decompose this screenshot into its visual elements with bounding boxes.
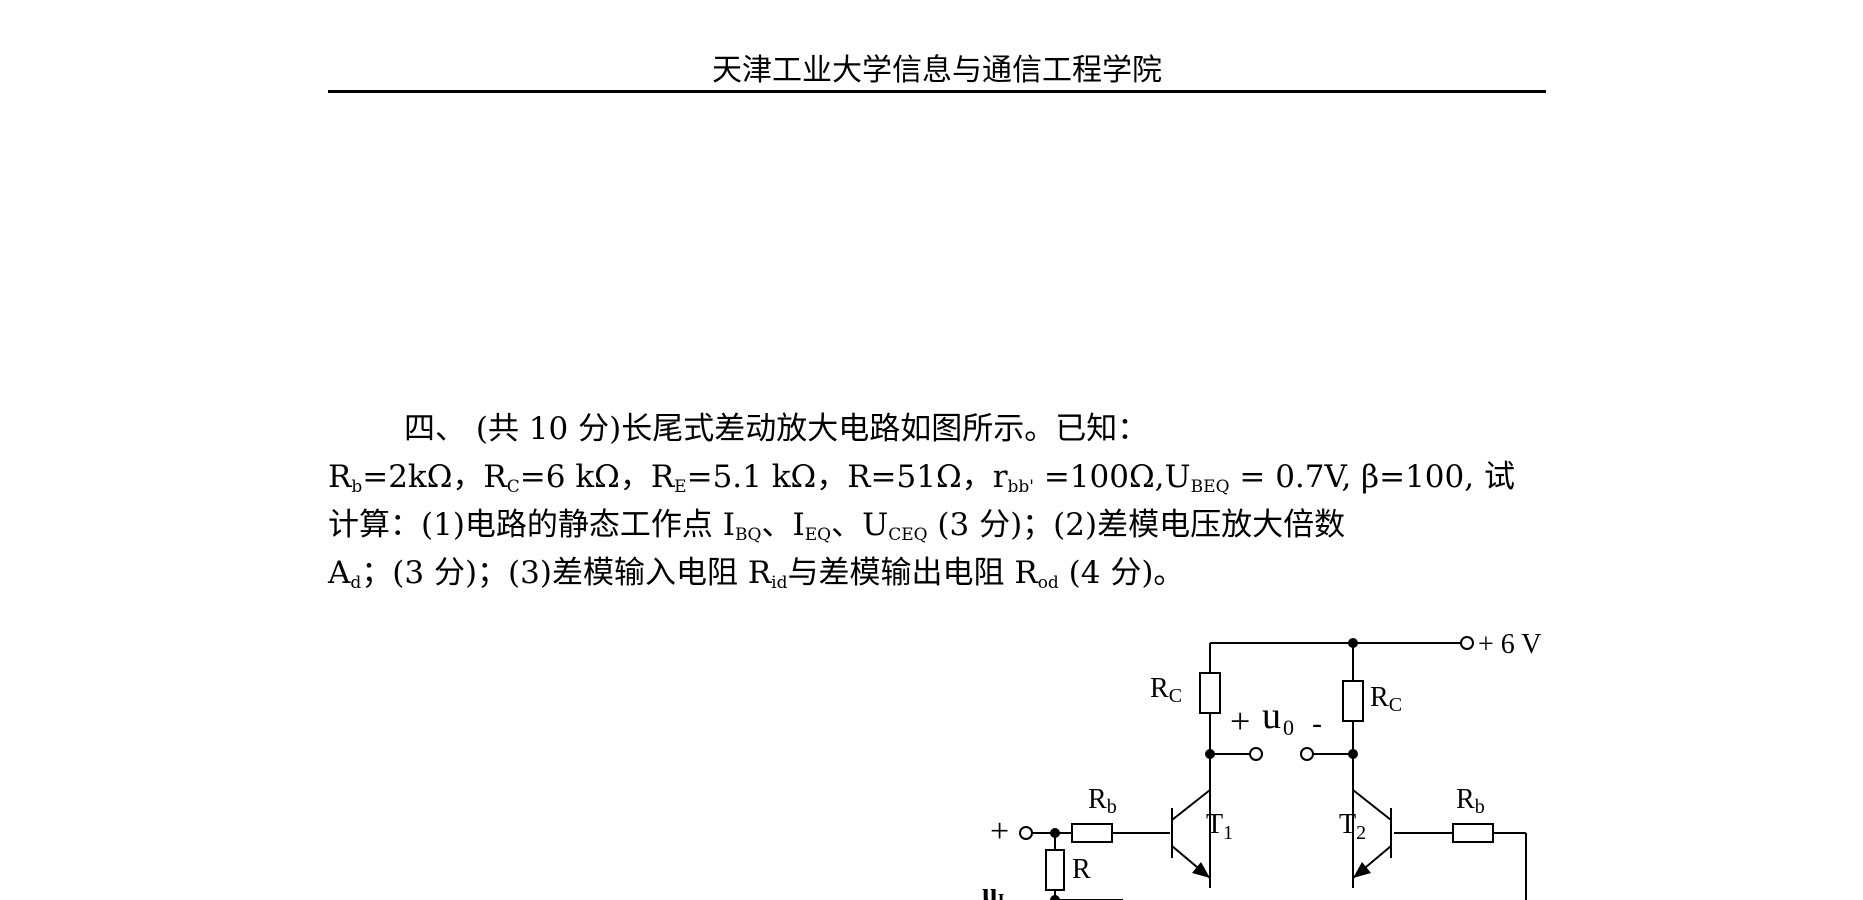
ube-subscript: BEQ — [1190, 477, 1230, 497]
task3-text: ；(3 分)；(3)差模输入电阻 — [361, 555, 748, 591]
supply-terminal — [1460, 636, 1474, 650]
task3-text-2: 与差模输出电阻 — [787, 555, 1015, 591]
task3-points: (4 分)。 — [1058, 555, 1185, 591]
problem-points: (共 10 分) — [475, 411, 622, 447]
problem-line-2: Rb=2kΩ，RC=6 kΩ，RE=5.1 kΩ，R=51Ω，rbb' =100… — [328, 453, 1554, 501]
ube-symbol: U — [1164, 459, 1191, 495]
re-symbol: R — [650, 459, 675, 495]
transistor-t2-symbol — [1352, 789, 1392, 879]
ibq-subscript: BQ — [735, 525, 762, 545]
task2-text: (3 分)；(2)差模电压放大倍数 — [927, 507, 1346, 543]
input-voltage-label: uI — [982, 878, 1005, 900]
output-voltage-label: u0 — [1262, 695, 1294, 740]
rb-right-resistor — [1452, 823, 1494, 843]
rb-subscript: b — [351, 477, 363, 497]
rc-subscript: C — [506, 477, 520, 497]
ad-subscript: d — [350, 573, 362, 593]
rbb-value: =100Ω, — [1033, 459, 1165, 495]
supply-label: + 6 V — [1478, 630, 1542, 660]
problem-number: 四、 — [404, 411, 466, 447]
uceq-symbol: U — [862, 507, 889, 543]
separator: 、 — [831, 507, 863, 543]
rid-subscript: id — [771, 573, 788, 593]
problem-intro: 长尾式差动放大电路如图所示。已知： — [621, 411, 1149, 447]
rb-left-resistor — [1071, 823, 1113, 843]
rb-left-label: Rb — [1088, 784, 1117, 818]
rc-right-resistor — [1342, 680, 1364, 722]
r-resistor — [1045, 849, 1065, 891]
rb-right-label: Rb — [1456, 784, 1485, 818]
problem-line-3: 计算：(1)电路的静态工作点 IBQ、IEQ、UCEQ (3 分)；(2)差模电… — [328, 501, 1554, 549]
junction-dot — [1348, 638, 1358, 648]
output-terminal-right — [1300, 747, 1314, 761]
junction-dot — [1348, 749, 1358, 759]
re-subscript: E — [674, 477, 687, 497]
problem-line-4: Ad；(3 分)；(3)差模输入电阻 Rid与差模输出电阻 Rod (4 分)。 — [328, 549, 1554, 597]
problem-paragraph: 四、 (共 10 分)长尾式差动放大电路如图所示。已知： Rb=2kΩ，RC=6… — [328, 405, 1554, 597]
junction-dot — [1205, 749, 1215, 759]
ieq-subscript: EQ — [804, 525, 832, 545]
rbb-subscript: bb' — [1007, 477, 1034, 497]
header-rule — [328, 90, 1546, 93]
output-minus-label: - — [1312, 707, 1322, 740]
ieq-symbol: I — [792, 507, 805, 543]
rc-left-resistor — [1199, 672, 1221, 714]
circuit-labels: + 6 V RC RC + u0 - Rb Rb T1 T2 + R uI — [982, 630, 1542, 900]
rbb-symbol: r — [992, 459, 1008, 495]
differential-amplifier-circuit: + 6 V RC RC + u0 - Rb Rb T1 T2 + R uI — [982, 630, 1542, 900]
output-terminal-left — [1249, 747, 1263, 761]
problem-line-1: 四、 (共 10 分)长尾式差动放大电路如图所示。已知： — [328, 405, 1554, 453]
resistor-symbols — [1045, 672, 1494, 891]
transistor-t1-symbol — [1171, 789, 1211, 879]
t2-label: T2 — [1339, 809, 1366, 844]
circuit-junctions — [1050, 638, 1358, 900]
rod-subscript: od — [1037, 573, 1059, 593]
rid-symbol: R — [747, 555, 772, 591]
circuit-wiring — [1032, 642, 1527, 900]
ube-value: = 0.7V, β=100, 试 — [1229, 459, 1515, 495]
input-terminal — [1019, 826, 1033, 840]
rb-symbol: R — [328, 459, 352, 495]
task1-prefix: 计算：(1)电路的静态工作点 — [328, 507, 723, 543]
output-plus-label: + — [1230, 701, 1250, 741]
r-value: R=51Ω， — [847, 459, 993, 495]
t1-label: T1 — [1206, 809, 1233, 844]
input-plus-label: + — [990, 813, 1009, 850]
rb-value: =2kΩ， — [362, 459, 484, 495]
ad-symbol: A — [328, 555, 351, 591]
rc-value: =6 kΩ， — [519, 459, 651, 495]
rc-right-label: RC — [1370, 682, 1402, 716]
junction-dot — [1050, 828, 1060, 838]
ibq-symbol: I — [722, 507, 736, 543]
r-label: R — [1072, 854, 1091, 885]
page-header: 天津工业大学信息与通信工程学院 — [712, 53, 1162, 88]
re-value: =5.1 kΩ， — [686, 459, 848, 495]
junction-dot — [1050, 895, 1060, 900]
rc-symbol: R — [483, 459, 507, 495]
separator: 、 — [761, 507, 793, 543]
uceq-subscript: CEQ — [888, 525, 928, 545]
rc-left-label: RC — [1150, 673, 1182, 707]
circuit-terminals — [1019, 636, 1474, 840]
rod-symbol: R — [1014, 555, 1038, 591]
